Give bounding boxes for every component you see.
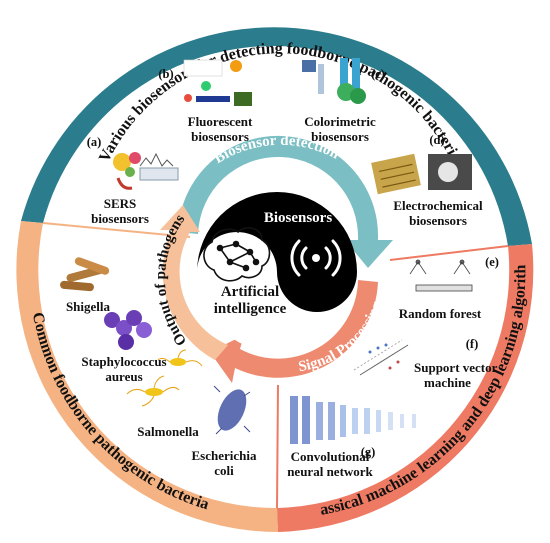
colorimetric-label-line1: Colorimetric	[304, 114, 376, 129]
tag-c: (c)	[371, 67, 385, 81]
outer-ring-red	[277, 244, 534, 532]
random-forest-label: Random forest	[399, 306, 482, 321]
ecoli-label-line2: coli	[214, 463, 234, 478]
sers-illustration	[113, 152, 179, 190]
ecoli-label-line1: Escherichia	[192, 448, 257, 463]
shigella-illustration	[60, 257, 110, 292]
divider-bottom	[276, 384, 279, 509]
cnn-illustration	[290, 396, 416, 444]
tag-f: (f)	[466, 337, 479, 351]
divider-right	[389, 245, 509, 261]
svm-illustration	[353, 339, 409, 376]
tag-a: (a)	[87, 135, 102, 149]
center-label-ai-line1: Artificial	[221, 284, 279, 300]
electrochemical-label-line2: biosensors	[409, 213, 467, 228]
salmonella-illustration	[126, 349, 203, 407]
staphylococcus-illustration	[104, 310, 152, 350]
escherichia-illustration	[213, 385, 251, 435]
fluorescent-illustration	[183, 59, 252, 106]
center-black-half	[197, 192, 357, 312]
shigella-label: Shigella	[66, 299, 111, 314]
divider-top-left	[42, 222, 191, 238]
tag-g: (g)	[361, 445, 376, 459]
salmonella-label: Salmonella	[137, 424, 199, 439]
random-forest-illustration	[409, 259, 473, 292]
fluorescent-label-line2: biosensors	[191, 129, 249, 144]
electrochemical-label-line1: Electrochemical	[393, 198, 483, 213]
sers-label-line2: biosensors	[91, 211, 149, 226]
brain-network-icon	[203, 227, 271, 282]
outer-ring-blue	[21, 27, 532, 247]
electrochemical-illustration	[371, 153, 472, 195]
tag-d: (d)	[429, 133, 444, 147]
staph-label-line1: Staphylococcus	[81, 354, 166, 369]
svm-label-line2: machine	[424, 375, 471, 390]
tag-e: (e)	[485, 255, 499, 269]
center-label-biosensors: Biosensors	[264, 210, 333, 226]
fluorescent-label-line1: Fluorescent	[188, 114, 253, 129]
svm-label-line1: Support vector	[414, 360, 498, 375]
sers-label-line1: SERS	[104, 196, 137, 211]
colorimetric-label-line2: biosensors	[311, 129, 369, 144]
center-label-ai-line2: intelligence	[214, 301, 287, 317]
tag-b: (b)	[158, 67, 173, 81]
cnn-label-line1: Convolutional	[291, 449, 370, 464]
staph-label-line2: aureus	[105, 369, 142, 384]
inner-arrow-teal	[178, 135, 393, 268]
inner-arrow-orange-bottom	[210, 280, 378, 383]
cnn-label-line2: neural network	[287, 464, 373, 479]
colorimetric-illustration	[302, 58, 366, 104]
inner-arrow-orange-left	[160, 205, 228, 360]
wireless-signal-icon	[290, 239, 342, 277]
